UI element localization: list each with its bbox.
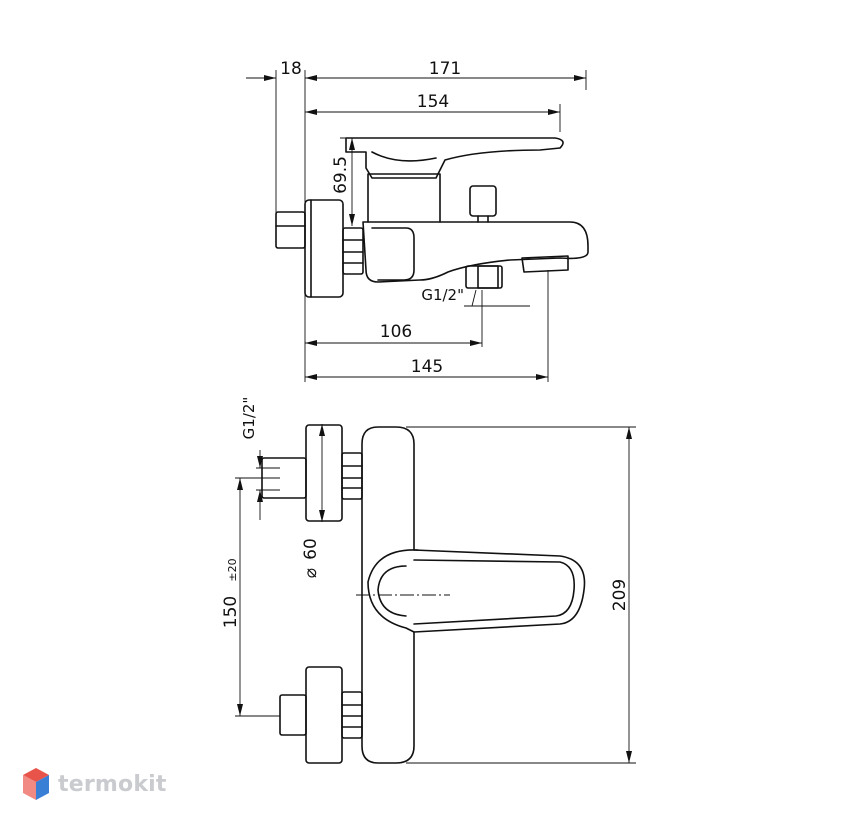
wall-connector — [275, 211, 306, 249]
diverter-button — [469, 185, 497, 217]
lower-eccentric-nut — [341, 691, 363, 739]
diameter-symbol: ⌀ — [301, 568, 321, 578]
side-view: 18 171 154 69.5 G1/2" — [246, 59, 589, 382]
top-view: G1/2" ⌀ 60 150 ±20 209 — [221, 397, 636, 764]
cartridge-housing — [367, 173, 441, 223]
dimension-150: 150 — [221, 596, 241, 628]
lever-handle — [345, 137, 564, 179]
aerator — [521, 255, 569, 273]
brand-name: termokit — [58, 771, 167, 797]
dimension-209: 209 — [610, 579, 630, 611]
eccentric-nut — [342, 227, 364, 275]
dimension-69-5: 69.5 — [331, 156, 351, 194]
upper-wall-flange — [305, 424, 343, 522]
dimension-171: 171 — [429, 59, 461, 79]
watermark-logo: termokit — [22, 764, 167, 804]
dimension-diameter-60: 60 — [301, 538, 321, 560]
mixer-body-top — [361, 426, 586, 764]
thread-label-side: G1/2" — [421, 286, 464, 304]
cube-logo-icon — [23, 768, 49, 800]
lower-wall-connector — [279, 694, 307, 736]
lower-wall-flange — [305, 666, 343, 764]
thread-label-top: G1/2" — [240, 397, 258, 440]
dimension-18: 18 — [280, 59, 302, 79]
upper-eccentric-nut — [341, 452, 363, 500]
dimension-145: 145 — [411, 357, 443, 377]
dimension-106: 106 — [380, 322, 412, 342]
bottom-outlet — [465, 265, 503, 289]
lever-handle-top — [367, 549, 419, 633]
dimension-154: 154 — [417, 92, 449, 112]
dimension-150-tolerance: ±20 — [226, 558, 239, 581]
mixer-body — [362, 221, 589, 283]
